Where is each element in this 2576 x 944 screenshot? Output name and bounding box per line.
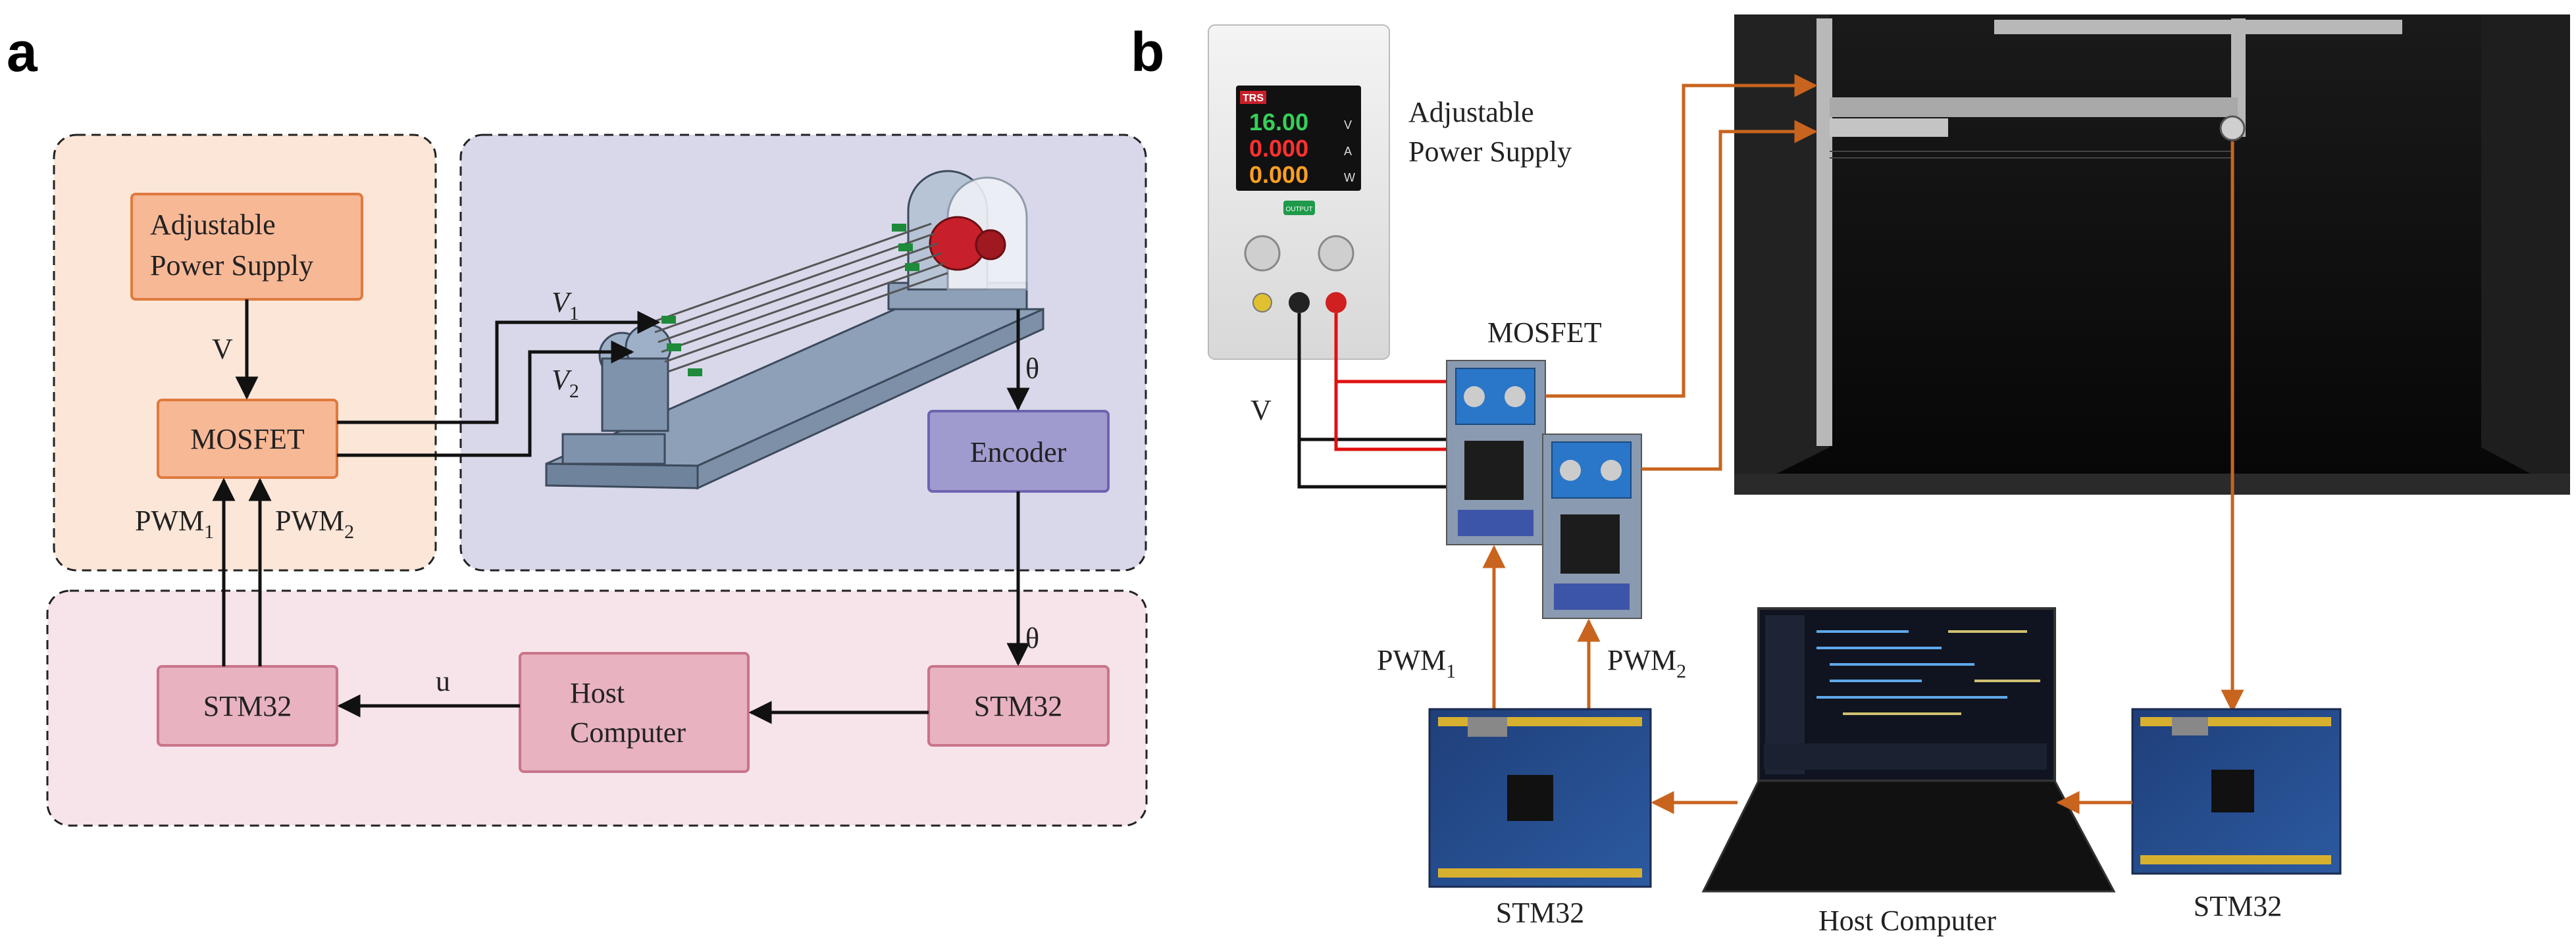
psu-knob-left [1244, 235, 1281, 272]
b-label-pwm2: PWM2 [1607, 644, 1686, 682]
label-theta-bottom: θ [1025, 622, 1039, 655]
mosfet-block: MOSFET [157, 399, 338, 479]
b-label-host: Host Computer [1818, 905, 1996, 937]
stm32-right-label: STM32 [974, 690, 1062, 722]
b-label-mosfet: MOSFET [1487, 316, 1602, 349]
psu-terminal-red [1326, 292, 1347, 313]
b-power-supply-line1: Adjustable [1408, 96, 1534, 128]
rig-wires [1545, 74, 2244, 713]
host-line2: Computer [570, 716, 686, 749]
psu-brand [1240, 91, 1266, 104]
test-rig-illustration [545, 170, 1044, 490]
label-v: V [212, 333, 233, 365]
mosfet-label: MOSFET [190, 423, 305, 455]
power-supply-photo: TRS 16.00 0.000 0.000 V A W OUTPUT [1208, 24, 1390, 360]
psu-knob-right [1318, 235, 1354, 272]
b-power-supply-line2: Power Supply [1408, 136, 1572, 168]
psu-output-button [1283, 201, 1315, 215]
b-label-v: V [1250, 394, 1272, 426]
panel-a-signal-labels: V V1 V2 θ θ u PWM1 PWM2 [135, 286, 1039, 697]
stm32-left-block: STM32 [157, 665, 338, 747]
label-pwm2: PWM2 [275, 505, 354, 543]
power-supply-line1: Adjustable [150, 209, 276, 241]
psu-terminal-yellow [1252, 293, 1272, 312]
b-label-v2: V2 [1759, 142, 1786, 180]
panel-a-connectors [212, 299, 1030, 724]
wire-v2-b [1641, 120, 1818, 471]
stm32-left-label: STM32 [203, 690, 292, 722]
label-v2: V2 [552, 364, 579, 402]
label-u: u [436, 665, 450, 697]
psu-display-current: 0.000 [1249, 135, 1308, 162]
psu-display-voltage: 16.00 [1249, 109, 1308, 136]
psu-display-panel [1236, 86, 1361, 191]
test-rig-photo [1734, 14, 2570, 495]
psu-display-power: 0.000 [1249, 161, 1308, 188]
pwm-wires [1482, 545, 1601, 709]
stm32-right-block: STM32 [927, 665, 1110, 747]
host-computer-block: Host Computer [519, 652, 750, 773]
b-label-stm32-left: STM32 [1496, 897, 1584, 929]
power-supply-line2: Power Supply [150, 249, 313, 282]
b-label-stm32-right: STM32 [2194, 890, 2282, 922]
wire-v1 [337, 311, 661, 424]
psu-brand-text: TRS [1243, 93, 1264, 104]
mosfet-board-2 [1542, 434, 1642, 619]
psu-unit-w: W [1344, 171, 1355, 184]
psu-unit-v: V [1344, 118, 1352, 132]
wire-v1-b [1545, 74, 1818, 398]
mosfet-board-1 [1446, 360, 1546, 545]
laptop-photo [1701, 607, 2116, 893]
psu-terminal-black [1289, 292, 1310, 313]
psu-unit-a: A [1344, 145, 1352, 158]
wire-v2 [337, 340, 634, 457]
label-theta-top: θ [1025, 353, 1039, 385]
b-label-v1: V1 [1752, 50, 1780, 88]
panel-a-label: a [7, 21, 38, 83]
stm32-board-right [2131, 708, 2342, 875]
b-label-pwm1: PWM1 [1377, 644, 1456, 682]
label-pwm1: PWM1 [135, 505, 214, 543]
encoder-block: Encoder [927, 410, 1110, 493]
encoder-label: Encoder [970, 436, 1067, 468]
panel-b-label: b [1131, 21, 1164, 83]
stm32-board-left [1428, 708, 1652, 888]
power-supply-block: Adjustable Power Supply [130, 193, 363, 301]
label-v1: V1 [552, 286, 579, 324]
host-line1: Host [570, 677, 625, 709]
psu-output-button-label: OUTPUT [1285, 206, 1312, 213]
